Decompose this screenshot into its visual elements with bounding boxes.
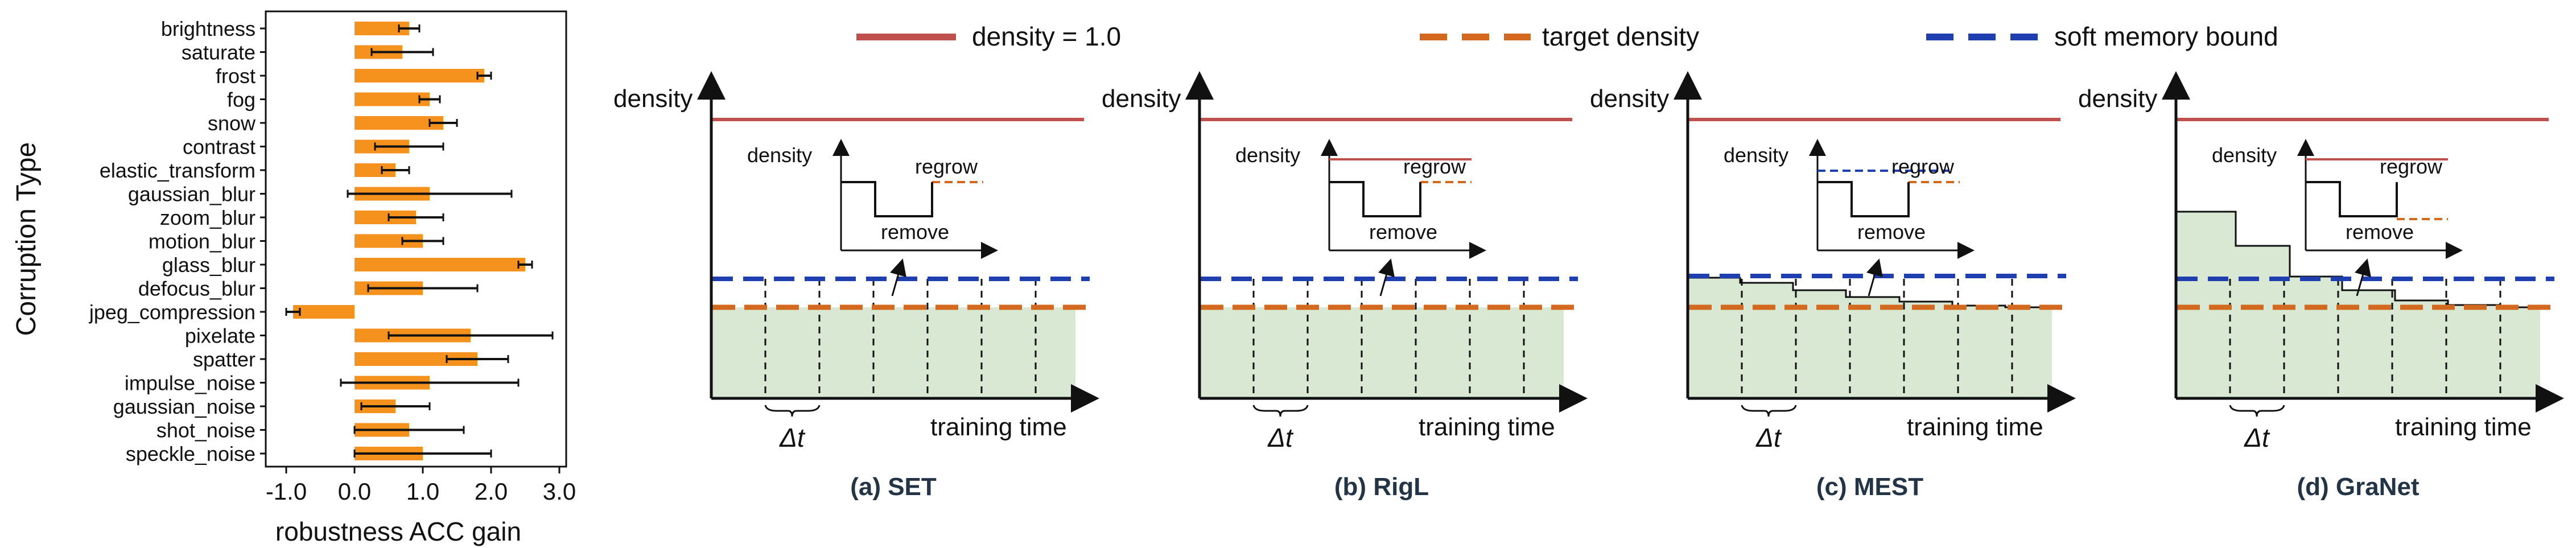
axis-xlabel-rigl: training time xyxy=(1419,413,1555,441)
inset-step-mest xyxy=(1817,181,1910,217)
panel-caption-mest: (c) MEST xyxy=(1816,473,1923,501)
panel-mest: density training time Δt density regrow remov… xyxy=(1590,71,2076,501)
inset-regrow-label-rigl: regrow xyxy=(1403,155,1466,178)
delta-brace-rigl xyxy=(1252,405,1309,417)
delta-label-rigl: Δt xyxy=(1267,423,1294,452)
category-label-gaussian_noise: gaussian_noise xyxy=(113,395,255,418)
delta-label-mest: Δt xyxy=(1755,423,1782,452)
category-label-shot_noise: shot_noise xyxy=(156,419,255,442)
category-label-saturate: saturate xyxy=(182,41,255,64)
inset-ylabel-set: density xyxy=(747,143,812,167)
bar-chart-xlabel: robustness ACC gain xyxy=(275,517,521,546)
density-area-mest xyxy=(1689,278,2052,398)
bar-chart-ylabel: Corruption Type xyxy=(11,142,42,336)
xtick-label-3.0: 3.0 xyxy=(543,478,576,505)
inset-pointer-granet xyxy=(2355,258,2371,296)
axis-ylabel-granet: density xyxy=(2078,85,2157,113)
inset-regrow-label-set: regrow xyxy=(915,155,978,178)
inset-ylabel-rigl: density xyxy=(1235,143,1300,167)
xtick-label-1.0: 1.0 xyxy=(406,478,439,505)
inset-remove-label-mest: remove xyxy=(1857,220,1926,244)
bar-jpeg_compression xyxy=(293,305,355,319)
category-label-brightness: brightness xyxy=(161,17,255,40)
panel-caption-granet: (d) GraNet xyxy=(2297,473,2419,501)
xtick-label-0.0: 0.0 xyxy=(338,478,371,505)
category-label-contrast: contrast xyxy=(183,135,255,159)
panel-caption-rigl: (b) RigL xyxy=(1334,473,1429,501)
category-label-elastic_transform: elastic_transform xyxy=(100,159,255,182)
legend-label-target: target density xyxy=(1542,22,1699,51)
bar-snow xyxy=(355,116,443,130)
delta-label-set: Δt xyxy=(779,423,806,452)
bar-glass_blur xyxy=(355,258,525,271)
inset-step-granet xyxy=(2306,181,2398,217)
inset-step-set xyxy=(841,181,933,217)
category-label-pixelate: pixelate xyxy=(185,324,255,348)
axis-ylabel-set: density xyxy=(613,85,693,113)
bar-frost xyxy=(355,69,484,83)
inset-remove-label-set: remove xyxy=(881,220,949,244)
inset-granet: density regrow remove xyxy=(2212,139,2463,259)
xtick-label-2.0: 2.0 xyxy=(475,478,508,505)
category-label-glass_blur: glass_blur xyxy=(162,253,255,277)
axis-xlabel-granet: training time xyxy=(2395,413,2532,441)
category-label-frost: frost xyxy=(216,64,255,88)
inset-remove-label-granet: remove xyxy=(2346,220,2414,244)
inset-ylabel-mest: density xyxy=(1724,143,1788,167)
legend-label-memory: soft memory bound xyxy=(2054,22,2278,51)
panel-caption-set: (a) SET xyxy=(850,473,937,501)
density-area-set xyxy=(712,307,1075,398)
inset-regrow-label-mest: regrow xyxy=(1891,155,1955,178)
inset-step-rigl xyxy=(1329,181,1421,217)
category-label-snow: snow xyxy=(208,112,256,135)
robustness-bar-chart: brightnesssaturatefrostfogsnowcontrastel… xyxy=(11,10,576,546)
xtick-label--1.0: -1.0 xyxy=(266,478,307,505)
inset-set: density regrow remove xyxy=(747,139,998,259)
inset-ylabel-granet: density xyxy=(2212,143,2277,167)
delta-brace-set xyxy=(764,405,821,417)
delta-brace-mest xyxy=(1741,405,1797,417)
inset-regrow-label-granet: regrow xyxy=(2380,155,2443,178)
category-label-motion_blur: motion_blur xyxy=(149,230,255,253)
axis-xlabel-set: training time xyxy=(930,413,1067,441)
inset-pointer-set xyxy=(890,258,906,296)
inset-mest: density regrow remove xyxy=(1724,139,1975,259)
bar-fog xyxy=(355,92,430,106)
legend-label-density: density = 1.0 xyxy=(972,22,1121,51)
panel-rigl: density training time Δt density regrow remov… xyxy=(1102,71,1588,501)
bar-chart-frame xyxy=(265,10,567,468)
panel-set: density training time Δt density regrow remov… xyxy=(613,71,1099,501)
category-label-speckle_noise: speckle_noise xyxy=(126,442,255,465)
density-area-rigl xyxy=(1201,307,1564,398)
category-label-jpeg_compression: jpeg_compression xyxy=(89,300,255,324)
axis-ylabel-rigl: density xyxy=(1102,85,1181,113)
category-label-fog: fog xyxy=(227,88,255,112)
inset-remove-label-rigl: remove xyxy=(1369,220,1437,244)
category-label-spatter: spatter xyxy=(193,348,255,371)
axis-xlabel-mest: training time xyxy=(1907,413,2043,441)
inset-pointer-rigl xyxy=(1378,258,1395,296)
panel-granet: density training time Δt density regrow remov… xyxy=(2078,71,2564,501)
delta-label-granet: Δt xyxy=(2244,423,2270,452)
category-label-zoom_blur: zoom_blur xyxy=(160,206,255,229)
category-label-impulse_noise: impulse_noise xyxy=(125,372,255,395)
density-steps-granet xyxy=(2177,211,2540,308)
category-label-defocus_blur: defocus_blur xyxy=(138,277,255,300)
inset-rigl: density regrow remove xyxy=(1235,139,1486,259)
axis-ylabel-mest: density xyxy=(1590,85,1669,113)
inset-pointer-mest xyxy=(1866,258,1883,296)
delta-brace-granet xyxy=(2229,405,2285,417)
legend: density = 1.0 target density soft memory… xyxy=(856,22,2278,51)
category-label-gaussian_blur: gaussian_blur xyxy=(128,183,255,206)
